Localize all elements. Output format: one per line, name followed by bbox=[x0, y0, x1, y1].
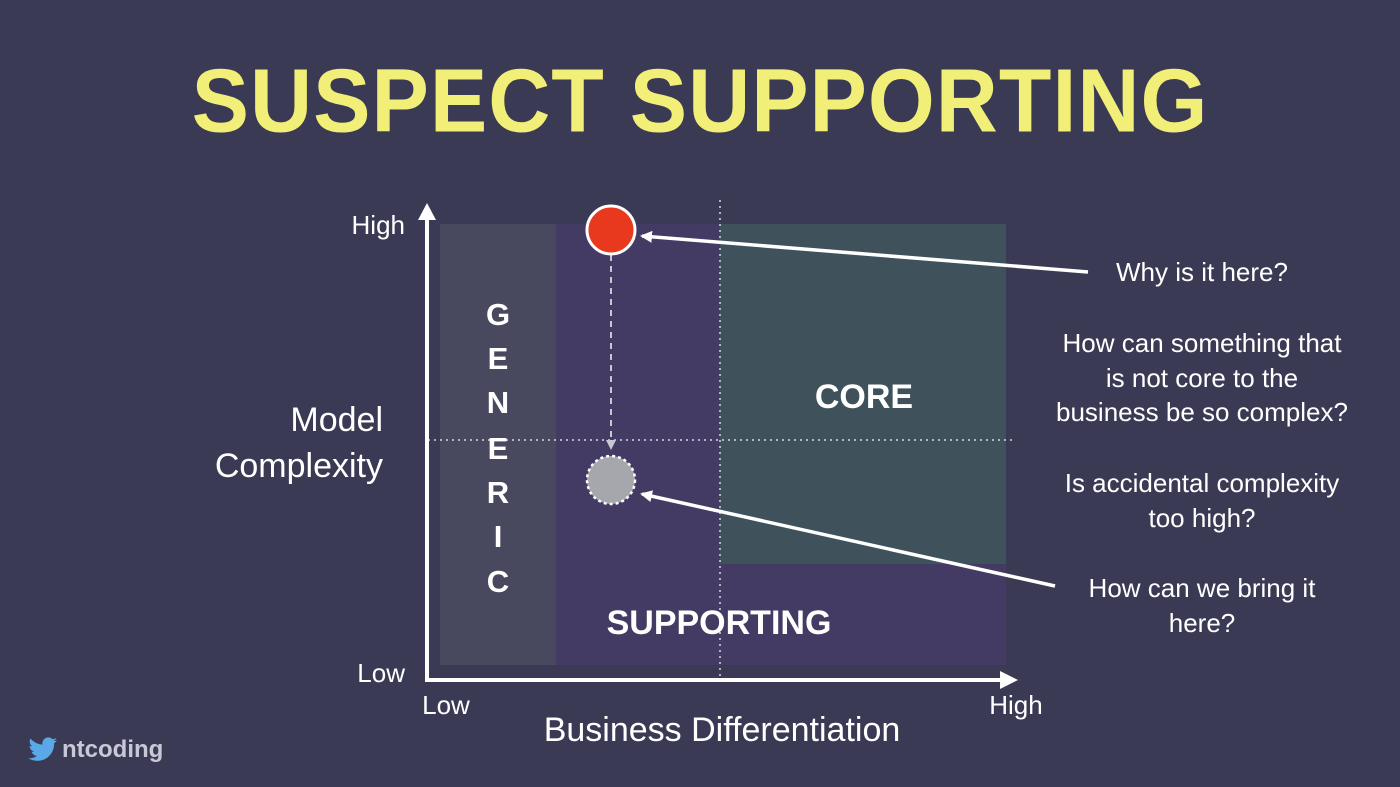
generic-letter: G bbox=[486, 297, 510, 332]
why-callout: Why is it here? bbox=[1116, 257, 1288, 287]
why-callout-arrow bbox=[640, 230, 1089, 274]
core-region bbox=[720, 224, 1006, 564]
complex-callout-line: How can something that bbox=[1063, 328, 1343, 358]
generic-letter: C bbox=[487, 564, 509, 599]
bring-callout-arrow bbox=[640, 490, 1056, 588]
accidental-callout-line: Is accidental complexity bbox=[1065, 468, 1340, 498]
generic-region bbox=[440, 224, 556, 665]
y-axis-title-line1: Model bbox=[290, 401, 383, 439]
generic-letter: E bbox=[488, 431, 509, 466]
bring-callout-line: How can we bring it bbox=[1089, 573, 1317, 603]
accidental-callout-line: too high? bbox=[1149, 503, 1256, 533]
slide-title: SUSPECT SUPPORTING bbox=[191, 50, 1209, 152]
supporting-label: SUPPORTING bbox=[607, 604, 832, 642]
x-high-label: High bbox=[989, 690, 1042, 720]
current-position-marker bbox=[585, 204, 637, 256]
bring-callout-line: here? bbox=[1169, 608, 1236, 638]
y-axis-title-line2: Complexity bbox=[215, 447, 383, 485]
generic-letter: N bbox=[487, 385, 509, 420]
target-position-marker bbox=[585, 454, 637, 506]
y-high-label: High bbox=[352, 210, 405, 240]
generic-letter: E bbox=[488, 341, 509, 376]
generic-label: G E N E R I C bbox=[486, 297, 510, 599]
twitter-bird-icon bbox=[28, 737, 57, 761]
complex-callout-line: business be so complex? bbox=[1056, 397, 1348, 427]
x-axis-arrowhead bbox=[1000, 671, 1018, 689]
generic-letter: R bbox=[487, 475, 509, 510]
complex-callout-line: is not core to the bbox=[1106, 363, 1298, 393]
x-low-label: Low bbox=[422, 690, 470, 720]
twitter-handle[interactable]: ntcoding bbox=[28, 736, 163, 764]
handle-text: ntcoding bbox=[62, 736, 164, 763]
core-label: CORE bbox=[815, 378, 913, 416]
x-axis-title: Business Differentiation bbox=[544, 711, 901, 749]
generic-letter: I bbox=[494, 519, 503, 554]
y-axis-arrowhead bbox=[418, 203, 436, 220]
y-low-label: Low bbox=[357, 658, 405, 688]
